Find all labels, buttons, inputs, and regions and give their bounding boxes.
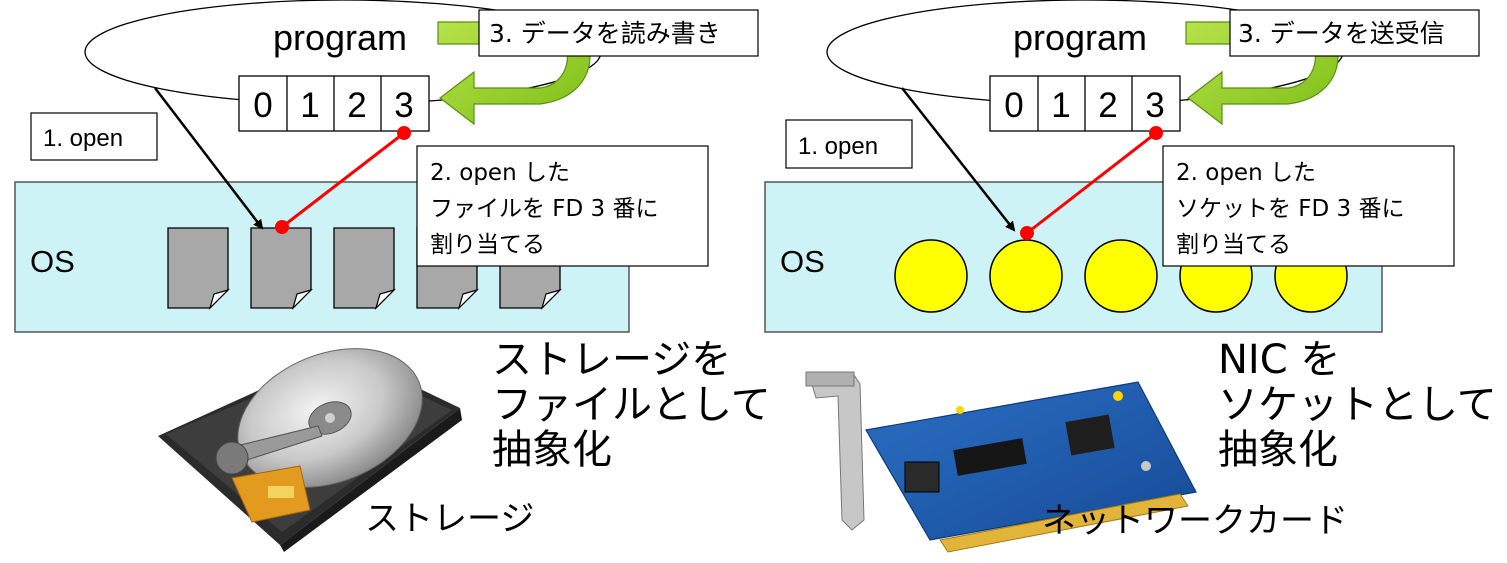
fd-slot-2: 2 — [347, 86, 366, 125]
file-icon — [167, 227, 231, 311]
step2-line-2: ソケットを FD 3 番に — [1176, 196, 1405, 222]
left-text-layer: program 0 1 2 3 1. open 3. データを読み書き 2. o… — [30, 17, 771, 539]
step3-label: 3. データを送受信 — [1238, 19, 1445, 48]
step3-box-right — [1229, 9, 1480, 57]
file-icon — [333, 227, 397, 311]
socket-icon — [989, 239, 1063, 313]
fd-slot-2: 2 — [1098, 86, 1117, 125]
step2-box-left — [416, 145, 709, 267]
device-caption: ネットワークカード — [1042, 501, 1348, 541]
network-card-image — [805, 371, 1197, 553]
fd-slot-1: 1 — [1051, 86, 1070, 125]
left-panel: program 0 1 2 3 1. open 3. データを読み書き 2. o… — [14, 0, 771, 552]
step1-label: 1. open — [43, 125, 123, 152]
fd-slot-3: 3 — [394, 86, 413, 125]
fd-slot-1: 1 — [300, 86, 319, 125]
step2-box-right — [1162, 145, 1455, 267]
open-arrow-left — [154, 87, 264, 230]
program-label: program — [1013, 17, 1147, 58]
step3-box-left — [478, 9, 759, 57]
socket-icon — [1084, 239, 1158, 313]
right-panel: program 0 1 2 3 1. open 3. データを送受信 2. op… — [764, 0, 1497, 553]
program-label: program — [273, 17, 407, 58]
step1-box-left — [30, 112, 158, 161]
fd-slot-0: 0 — [253, 86, 272, 125]
link-dot — [1020, 226, 1034, 240]
fd-link-right — [1026, 131, 1157, 235]
abstraction-line-3: 抽象化 — [1218, 427, 1338, 473]
right-text-layer: program 0 1 2 3 1. open 3. データを送受信 2. op… — [780, 17, 1497, 541]
open-arrow-right — [901, 87, 1016, 232]
step2-line-3: 割り当てる — [1176, 232, 1291, 258]
socket-icon — [894, 239, 968, 313]
device-caption: ストレージ — [365, 499, 534, 539]
fd-slot-0: 0 — [1004, 86, 1023, 125]
os-label: OS — [30, 244, 75, 279]
step1-label: 1. open — [798, 133, 878, 160]
abstraction-line-2: ソケットとして — [1218, 382, 1497, 428]
link-dot — [1149, 126, 1163, 140]
fd-slot-3: 3 — [1145, 86, 1164, 125]
step2-line-3: 割り当てる — [430, 232, 545, 258]
abstraction-line-1: NIC を — [1218, 337, 1340, 383]
abstraction-line-2: ファイルとして — [492, 382, 771, 428]
step2-line-1: 2. open した — [1176, 160, 1316, 186]
link-dot — [397, 126, 411, 140]
file-icon — [250, 227, 314, 311]
step2-line-1: 2. open した — [430, 160, 570, 186]
step3-label: 3. データを読み書き — [489, 19, 721, 48]
step2-line-2: ファイルを FD 3 番に — [430, 196, 659, 222]
abstraction-line-1: ストレージを — [492, 337, 731, 383]
link-dot — [275, 220, 289, 234]
abstraction-line-3: 抽象化 — [492, 427, 612, 473]
hard-disk-image — [158, 348, 462, 552]
step1-box-right — [785, 119, 913, 169]
os-label: OS — [780, 244, 825, 279]
fd-link-left — [281, 131, 405, 229]
